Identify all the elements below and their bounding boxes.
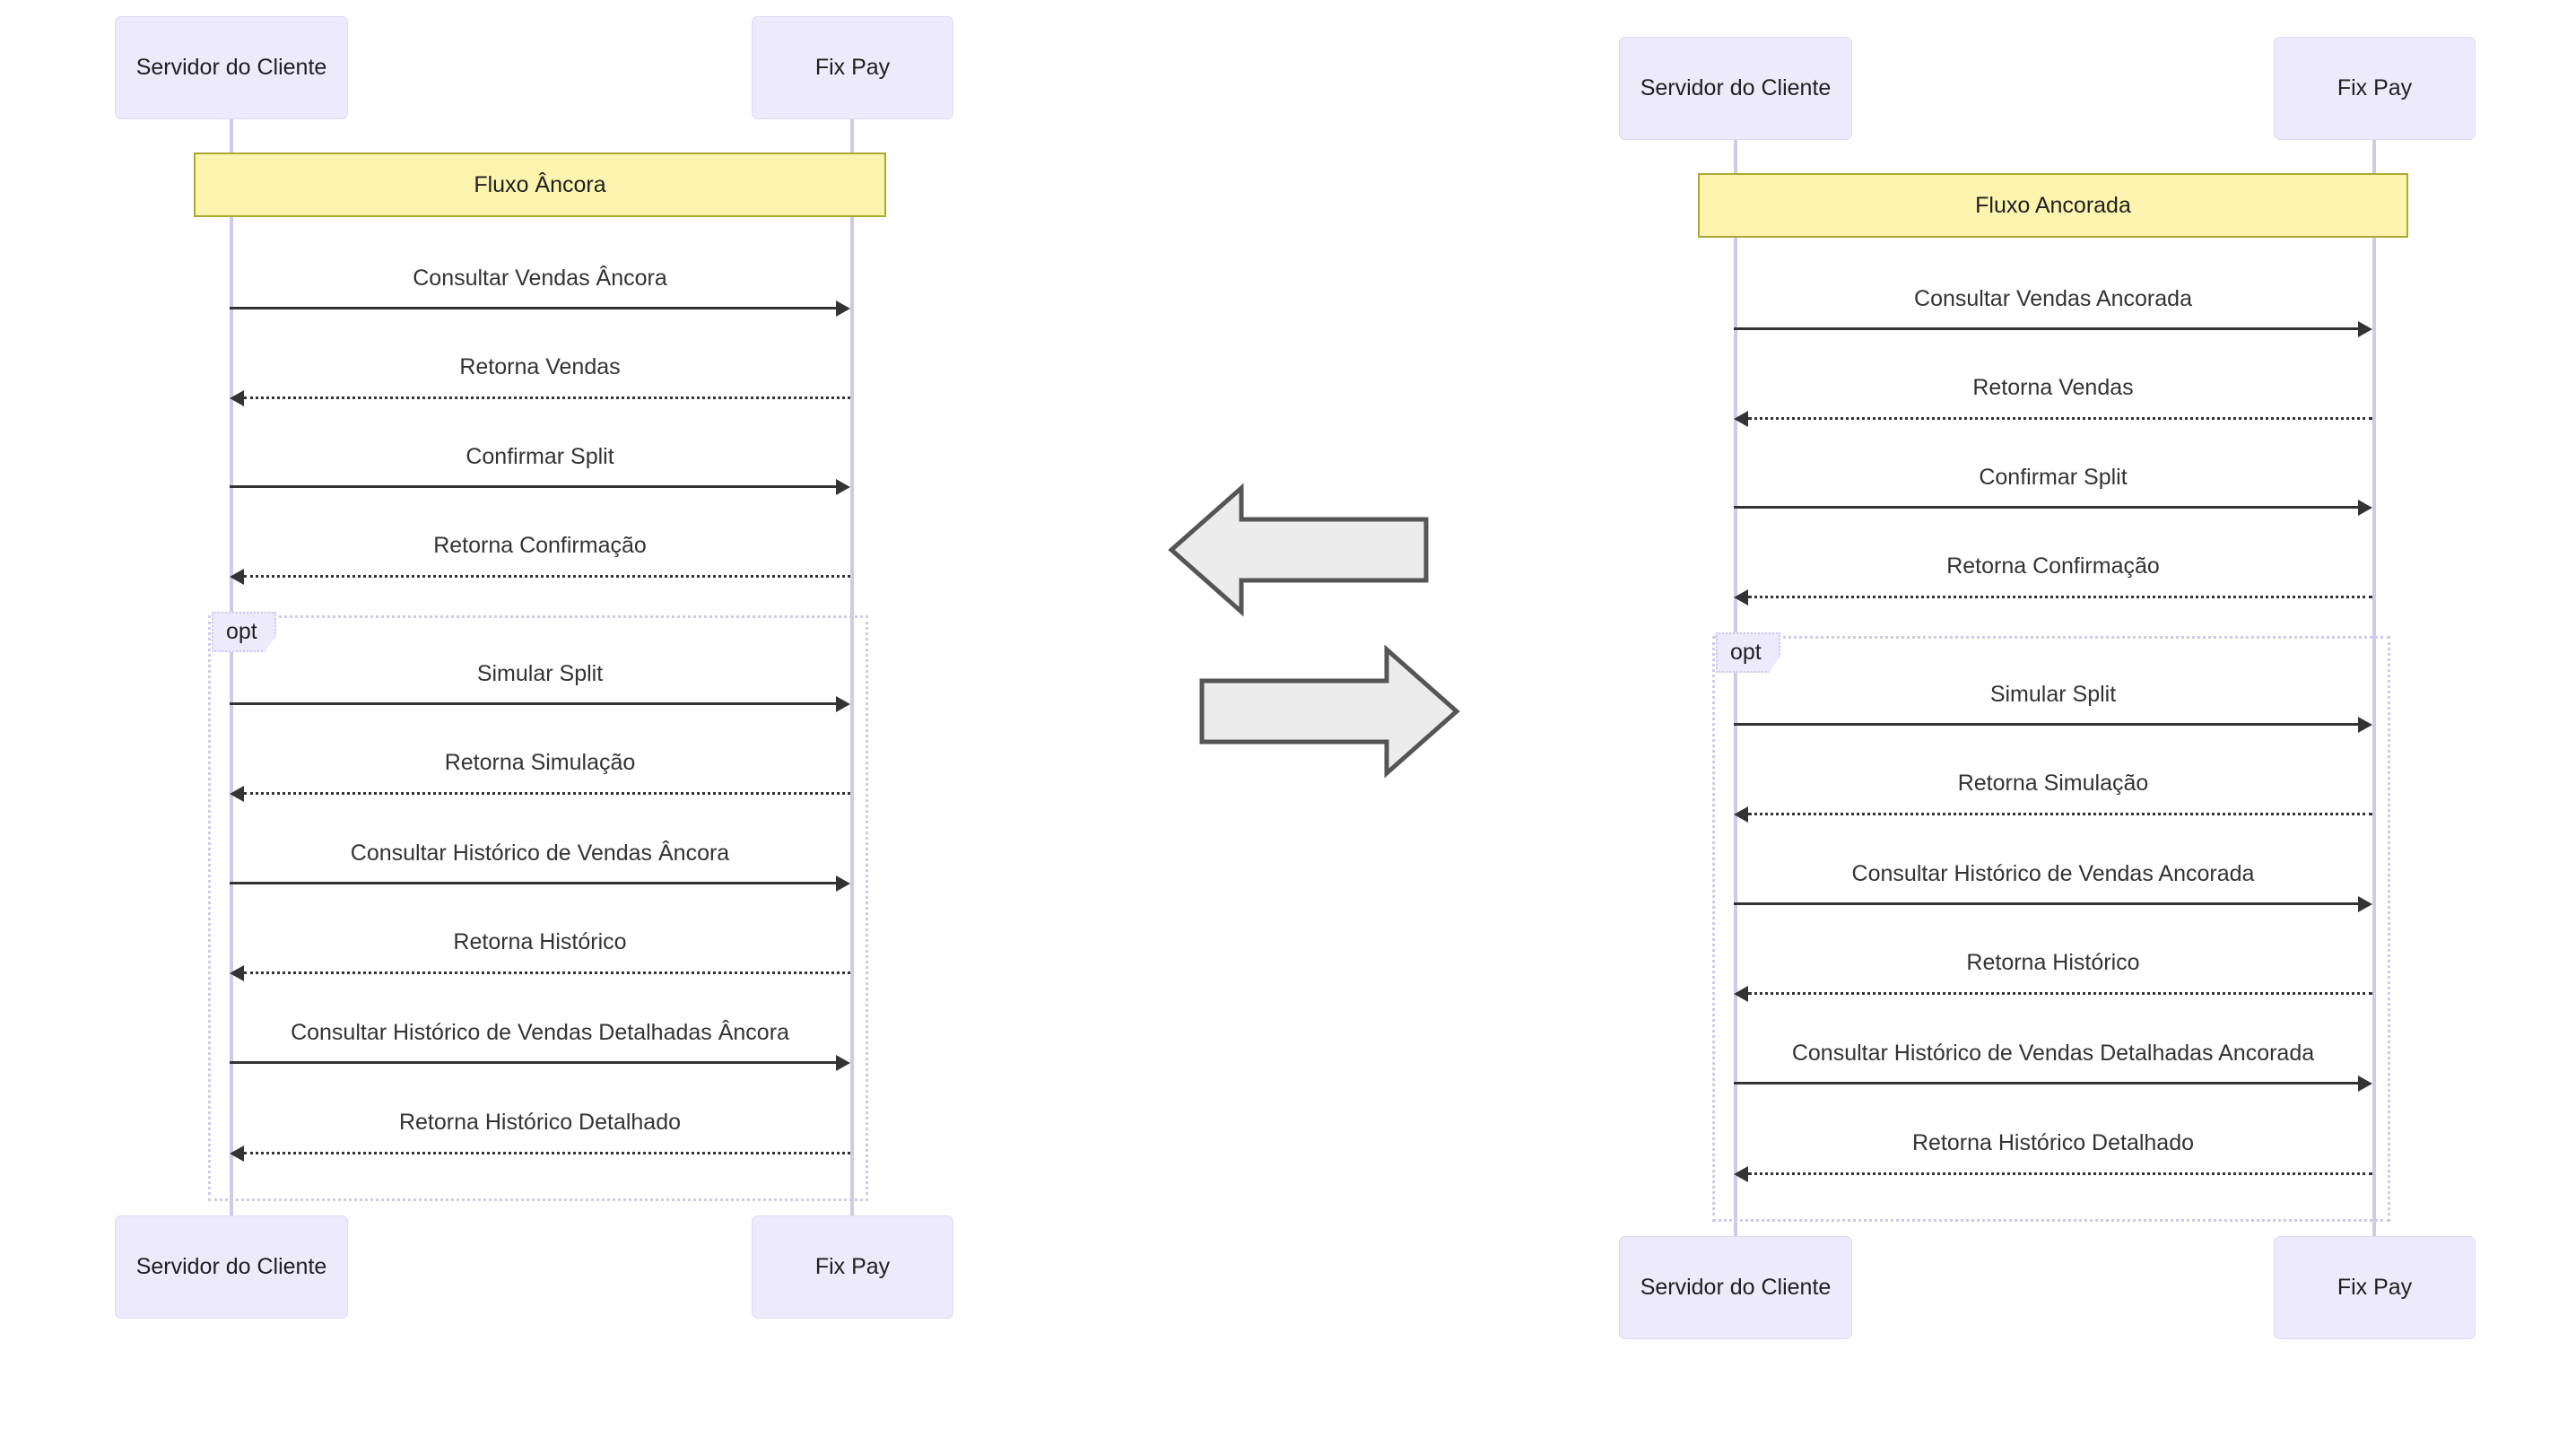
fragment-opt-tab: opt: [212, 612, 276, 652]
actor-bottom-servidor-do-cliente[interactable]: Servidor do Cliente: [1619, 1236, 1852, 1339]
message-label: Consultar Vendas Ancorada: [1914, 286, 2192, 311]
message-label: Consultar Histórico de Vendas Detalhadas…: [291, 1020, 789, 1045]
message-line: [244, 575, 850, 578]
fragment-opt-label: opt: [1730, 640, 1762, 665]
message-line: [244, 1152, 850, 1154]
fragment-opt: [1712, 636, 2390, 1222]
message-line: [1734, 506, 2358, 509]
message-line: [1734, 723, 2358, 726]
lifeline-fix-pay: [850, 119, 854, 1215]
message-arrowhead: [2358, 717, 2372, 733]
message-line: [1748, 596, 2372, 598]
message-line: [230, 307, 836, 309]
actor-bottom-servidor-do-cliente[interactable]: Servidor do Cliente: [115, 1215, 348, 1319]
message-arrowhead: [836, 479, 850, 495]
message-line: [1734, 1082, 2358, 1084]
message-line: [1734, 327, 2358, 330]
actor-bottom-fix-pay[interactable]: Fix Pay: [2274, 1236, 2476, 1339]
message-arrowhead: [1734, 411, 1748, 427]
message-arrowhead: [836, 696, 850, 712]
message-line: [230, 702, 836, 705]
arrow-left-icon: [1168, 483, 1430, 617]
message-arrowhead: [230, 569, 244, 585]
message-arrowhead: [230, 965, 244, 981]
message-label: Retorna Simulação: [444, 750, 636, 775]
message-line: [244, 396, 850, 399]
actor-label: Servidor do Cliente: [1640, 75, 1832, 101]
message-arrowhead: [2358, 1076, 2372, 1092]
message-label: Consultar Histórico de Vendas Ancorada: [1851, 861, 2255, 886]
message-arrowhead: [2358, 321, 2372, 337]
message-label: Retorna Histórico Detalhado: [398, 1110, 682, 1135]
message-line: [230, 485, 836, 488]
message-label: Consultar Histórico de Vendas Detalhadas…: [1791, 1041, 2315, 1066]
message-line: [230, 882, 836, 884]
message-label: Confirmar Split: [1979, 465, 2128, 490]
actor-label: Servidor do Cliente: [135, 1254, 327, 1280]
actor-label: Servidor do Cliente: [135, 55, 327, 81]
note-label: Fluxo Âncora: [474, 171, 606, 197]
message-arrowhead: [230, 1145, 244, 1162]
actor-label: Fix Pay: [2337, 1275, 2413, 1301]
actor-top-fix-pay[interactable]: Fix Pay: [2274, 37, 2476, 140]
lifeline-servidor-do-cliente: [230, 119, 233, 1215]
note-fluxo-ancora: Fluxo Âncora: [194, 152, 886, 217]
note-label: Fluxo Ancorada: [1975, 192, 2131, 218]
message-arrowhead: [230, 390, 244, 406]
message-label: Retorna Simulação: [1957, 771, 2149, 796]
actor-top-servidor-do-cliente[interactable]: Servidor do Cliente: [115, 16, 348, 119]
message-arrowhead: [1734, 1166, 1748, 1182]
arrow-right-icon: [1198, 644, 1460, 779]
fragment-opt: [208, 615, 868, 1201]
message-arrowhead: [1734, 589, 1748, 605]
actor-label: Fix Pay: [814, 1254, 891, 1280]
message-arrowhead: [836, 301, 850, 317]
message-arrowhead: [1734, 986, 1748, 1002]
message-label: Consultar Histórico de Vendas Âncora: [350, 841, 730, 866]
message-line: [1748, 417, 2372, 420]
lifeline-fix-pay: [2372, 140, 2376, 1236]
message-arrowhead: [230, 786, 244, 802]
actor-top-servidor-do-cliente[interactable]: Servidor do Cliente: [1619, 37, 1852, 140]
message-line: [1748, 1172, 2372, 1175]
message-line: [1748, 813, 2372, 815]
note-fluxo-ancorada: Fluxo Ancorada: [1698, 173, 2408, 238]
message-label: Confirmar Split: [466, 444, 614, 469]
message-line: [1748, 992, 2372, 995]
message-line: [244, 792, 850, 795]
message-arrowhead: [2358, 500, 2372, 516]
fragment-opt-label: opt: [226, 619, 257, 644]
message-arrowhead: [836, 875, 850, 892]
message-line: [230, 1061, 836, 1064]
message-label: Simular Split: [1989, 682, 2117, 707]
actor-bottom-fix-pay[interactable]: Fix Pay: [752, 1215, 953, 1319]
message-label: Retorna Vendas: [1972, 375, 2134, 400]
message-arrowhead: [2358, 896, 2372, 912]
lifeline-servidor-do-cliente: [1734, 140, 1737, 1236]
message-label: Retorna Confirmação: [1946, 553, 2160, 579]
message-line: [244, 971, 850, 974]
actor-top-fix-pay[interactable]: Fix Pay: [752, 16, 953, 119]
message-label: Consultar Vendas Âncora: [413, 266, 667, 291]
actor-label: Fix Pay: [2337, 75, 2413, 101]
actor-label: Servidor do Cliente: [1640, 1275, 1832, 1301]
message-label: Retorna Histórico: [453, 929, 627, 954]
fragment-opt-tab: opt: [1716, 632, 1780, 673]
message-label: Retorna Histórico: [1966, 950, 2140, 975]
message-label: Retorna Histórico Detalhado: [1911, 1130, 2195, 1155]
message-arrowhead: [1734, 806, 1748, 823]
message-line: [1734, 902, 2358, 905]
actor-label: Fix Pay: [814, 55, 891, 81]
message-label: Retorna Vendas: [459, 354, 621, 379]
message-label: Simular Split: [476, 661, 604, 686]
message-arrowhead: [836, 1055, 850, 1071]
message-label: Retorna Confirmação: [433, 533, 647, 558]
